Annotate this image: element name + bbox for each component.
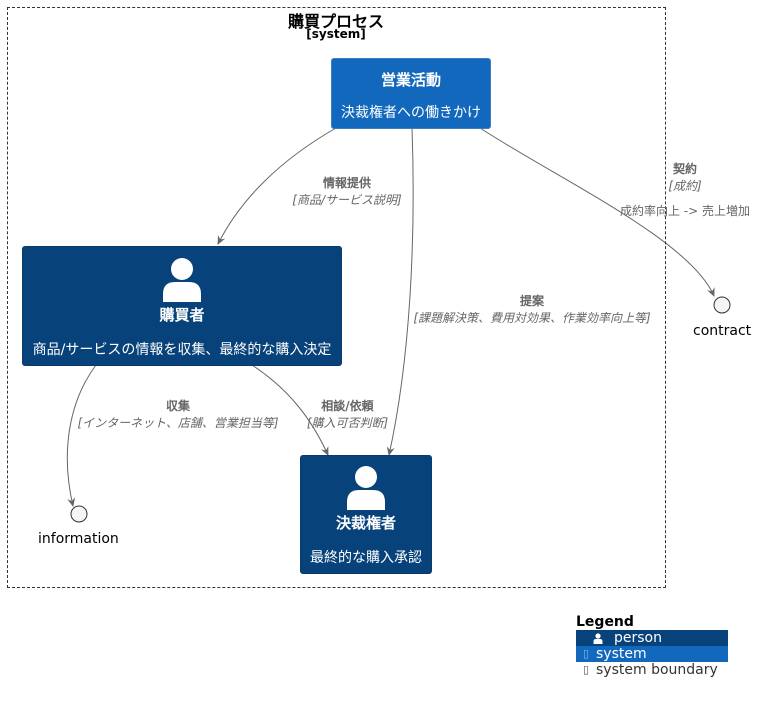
edge-label-info-provide: 情報提供 [商品/サービス説明] <box>267 174 427 208</box>
node-buyer-name: 購買者 <box>159 306 205 324</box>
system-icon: ▯ <box>582 647 590 660</box>
edge-label-consult: 相談/依頼 [購入可否判断] <box>300 397 395 431</box>
edge-label-contract: 契約 [成約] <box>655 160 715 194</box>
legend-title: Legend <box>576 614 634 630</box>
legend: Legend person ▯ system ▯ system boundary <box>576 614 728 678</box>
edge-consult-label: 相談/依頼 <box>321 399 374 413</box>
node-buyer[interactable]: 購買者 商品/サービスの情報を収集、最終的な購入決定 <box>22 246 342 366</box>
interface-information-circle <box>70 505 88 523</box>
node-approver-desc: 最終的な購入承認 <box>310 550 422 566</box>
edge-contract <box>479 127 715 297</box>
boundary-type: [system] <box>306 27 366 41</box>
node-approver[interactable]: 決裁権者 最終的な購入承認 <box>300 455 432 574</box>
interface-contract-label: contract <box>693 323 752 339</box>
edge-contract-label: 契約 <box>672 162 697 176</box>
edge-info-provide-tech: [商品/サービス説明] <box>292 193 402 207</box>
edge-info-provide-label: 情報提供 <box>322 176 371 190</box>
edge-collect <box>66 364 97 507</box>
edge-proposal-tech: [課題解決策、費用対効果、作業効率向上等] <box>413 311 651 325</box>
system-boundary <box>7 7 666 588</box>
legend-person: person <box>576 630 728 646</box>
edge-label-proposal: 提案 [課題解決策、費用対効果、作業効率向上等] <box>402 292 662 326</box>
edge-label-collect: 収集 [インターネット、店舗、営業担当等] <box>73 397 283 431</box>
edge-consult-tech: [購入可否判断] <box>306 416 389 430</box>
legend-system-label: system <box>596 646 647 662</box>
boundary-icon: ▯ <box>582 663 590 676</box>
legend-boundary: ▯ system boundary <box>576 662 728 678</box>
node-sales-desc: 決裁権者への働きかけ <box>341 105 481 121</box>
edge-proposal-label: 提案 <box>519 294 544 308</box>
edge-info-provide <box>217 127 337 245</box>
edge-contract-tech: [成約] <box>668 179 702 193</box>
node-buyer-desc: 商品/サービスの情報を収集、最終的な購入決定 <box>32 342 332 358</box>
node-sales-name: 営業活動 <box>380 71 441 89</box>
legend-boundary-label: system boundary <box>596 662 718 678</box>
legend-system: ▯ system <box>576 646 728 662</box>
edge-proposal <box>386 127 414 456</box>
interface-information-label: information <box>38 531 119 547</box>
edge-collect-label: 収集 <box>165 399 190 413</box>
person-icon <box>592 630 604 649</box>
person-icon <box>163 258 201 302</box>
node-sales[interactable]: 営業活動 決裁権者への働きかけ <box>331 58 491 129</box>
edge-collect-tech: [インターネット、店舗、営業担当等] <box>77 416 279 430</box>
edge-contract-note: 成約率向上 -> 売上増加 <box>620 204 751 218</box>
node-approver-name: 決裁権者 <box>335 514 396 532</box>
interface-contract-circle <box>713 296 731 314</box>
person-icon <box>347 466 385 510</box>
legend-person-label: person <box>614 630 662 646</box>
boundary-title: 購買プロセス <box>287 12 384 31</box>
edge-consult <box>251 364 329 456</box>
